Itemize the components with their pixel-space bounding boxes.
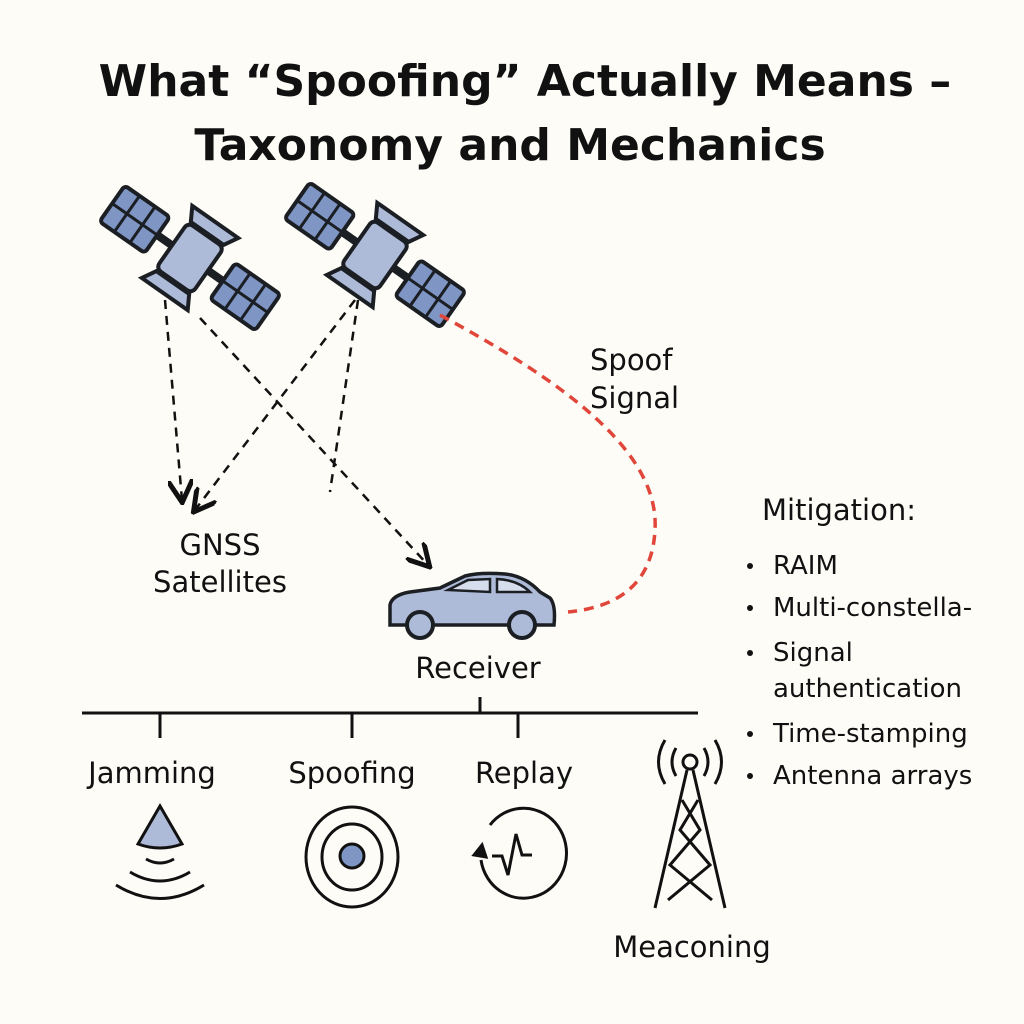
signal-line: [328, 299, 360, 493]
radio-tower-icon: [653, 739, 727, 909]
spoof-signal-label: Spoof: [590, 343, 673, 377]
signal-line: [195, 299, 356, 510]
mitigation-item: authentication: [773, 674, 962, 704]
mitigation-heading: Mitigation:: [762, 493, 916, 527]
signal-line: [199, 317, 428, 565]
replay-signal-icon: [471, 806, 569, 900]
receiver-label: Receiver: [415, 651, 541, 685]
title-line-1: What “Spoofing” Actually Means –: [99, 56, 952, 107]
mitigation-item: Multi-constella-: [773, 593, 972, 623]
car-icon: [388, 571, 557, 640]
taxonomy-tree: [82, 697, 698, 738]
spoof-signal-label: Signal: [590, 381, 679, 415]
mitigation-panel: Mitigation: RAIM Multi-constella- Signal…: [747, 493, 972, 791]
mitigation-item: RAIM: [773, 551, 838, 581]
target-circles-icon: [304, 805, 400, 909]
taxonomy-spoofing: Spoofing: [288, 756, 415, 790]
taxonomy-jamming: Jamming: [86, 756, 216, 790]
gnss-label: GNSS: [180, 528, 261, 562]
spoof-signal-line: [439, 313, 657, 614]
taxonomy-meaconing: Meaconing: [613, 930, 771, 964]
mitigation-item: Signal: [773, 638, 853, 668]
signal-line: [163, 299, 182, 500]
jamming-cone-icon: [115, 803, 205, 900]
title-line-2: Taxonomy and Mechanics: [194, 120, 825, 171]
taxonomy-replay: Replay: [475, 756, 573, 790]
mitigation-item: Time-stamping: [772, 719, 968, 749]
gnss-label: Satellites: [153, 565, 287, 599]
mitigation-item: Antenna arrays: [773, 761, 972, 791]
satellite-icon: [84, 165, 296, 351]
